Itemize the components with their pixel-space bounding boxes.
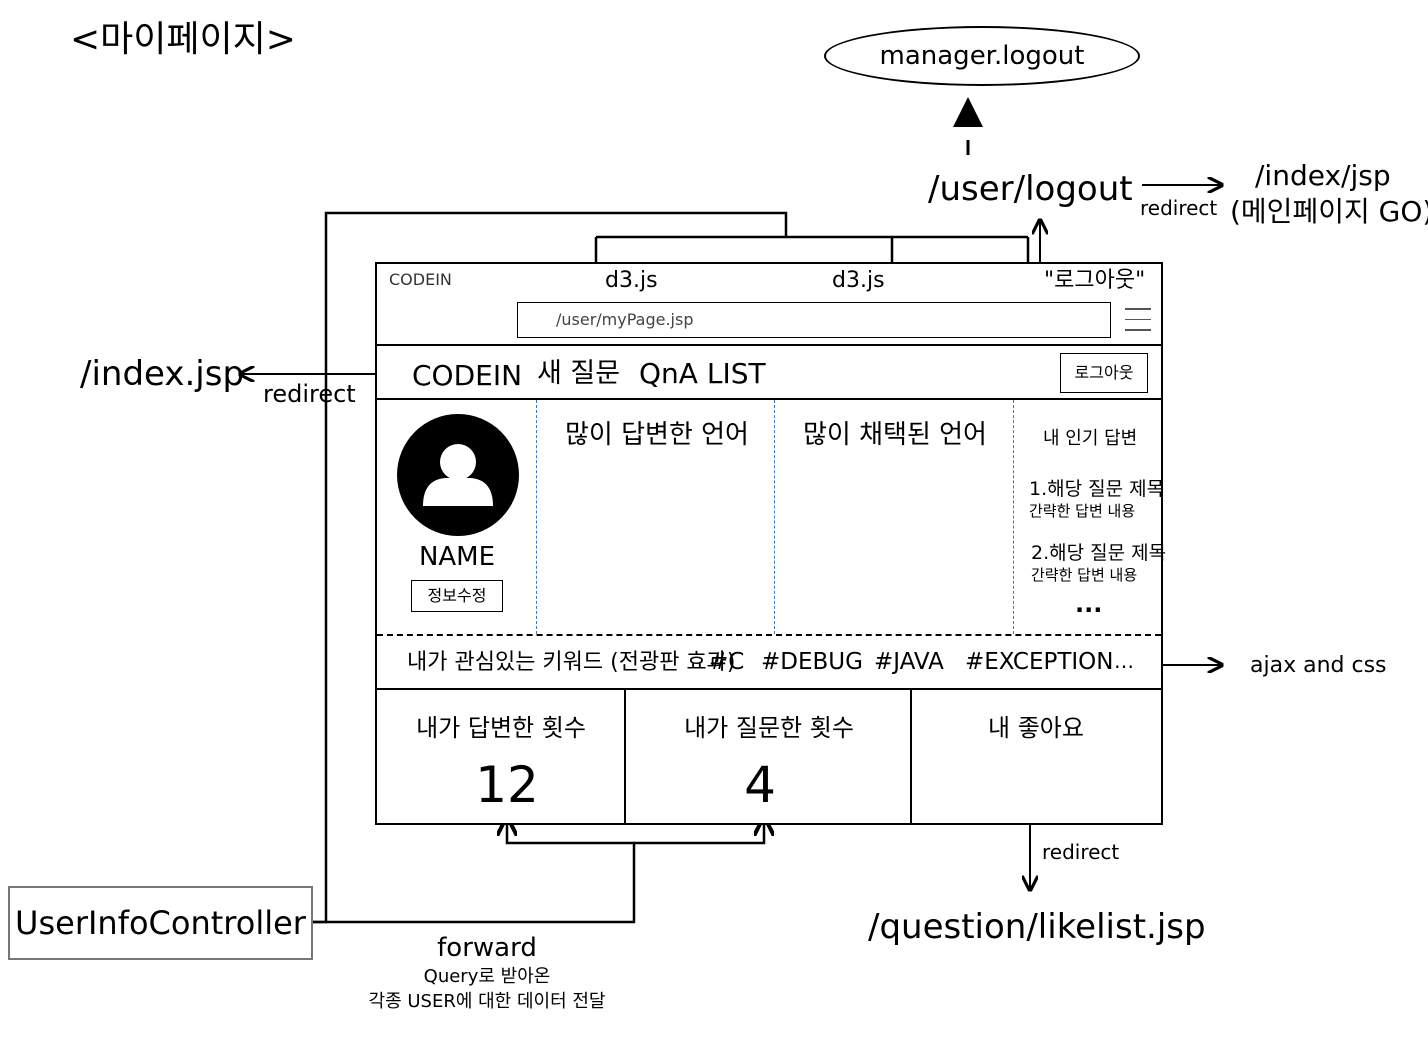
profile-name: NAME (418, 542, 496, 572)
popular-item-1-desc: 간략한 답변 내용 (1029, 502, 1136, 520)
keyword-ellipsis: … (1114, 649, 1134, 673)
forward-wire-asked (634, 818, 764, 845)
nav-new-question[interactable]: 새 질문 (537, 358, 621, 389)
tab-d3-second[interactable]: d3.js (832, 268, 885, 293)
popular-item-2-title[interactable]: 2.해당 질문 제목 (1031, 542, 1167, 564)
answered-count-label: 내가 답변한 횟수 (416, 714, 586, 742)
manager-logout-node: manager.logout (824, 26, 1140, 86)
address-row: /user/myPage.jsp (377, 298, 1161, 346)
tab-site[interactable]: CODEIN (389, 270, 452, 289)
popular-item-2-desc: 간략한 답변 내용 (1031, 566, 1138, 584)
keyword-tag[interactable]: #JAVA (874, 649, 944, 675)
index-path: /index.jsp (80, 354, 245, 394)
user-icon (423, 444, 493, 506)
popular-title: 내 인기 답변 (1043, 428, 1138, 449)
main-page-go: (메인페이지 GO) (1230, 195, 1428, 228)
likes-redirect-label: redirect (1042, 840, 1120, 864)
nav-brand[interactable]: CODEIN (412, 359, 523, 392)
avatar (397, 414, 519, 536)
popular-item-1-title[interactable]: 1.해당 질문 제목 (1029, 478, 1165, 500)
user-logout-path: /user/logout (928, 169, 1133, 209)
logout-button[interactable]: 로그아웃 (1060, 353, 1148, 393)
likes-label[interactable]: 내 좋아요 (988, 714, 1084, 742)
stat-divider (910, 690, 912, 825)
site-navbar: CODEIN 새 질문 QnA LIST 로그아웃 (377, 346, 1161, 400)
index-jsp-path: /index/jsp (1255, 159, 1391, 192)
nav-qna-list[interactable]: QnA LIST (639, 357, 766, 390)
tab-d3-first[interactable]: d3.js (605, 268, 658, 293)
index-redirect-label: redirect (263, 380, 356, 408)
keyword-tag[interactable]: #EXCEPTION (965, 649, 1114, 675)
keyword-label: 내가 관심있는 키워드 (전광판 효과) (407, 650, 736, 675)
column-divider (536, 400, 537, 634)
stat-divider (624, 690, 626, 825)
likelist-path: /question/likelist.jsp (868, 907, 1206, 947)
forward-note-2: 각종 USER에 대한 데이터 전달 (368, 991, 606, 1012)
ajax-label: ajax and css (1250, 653, 1387, 678)
user-info-controller: UserInfoController (8, 886, 313, 960)
answered-chart-title: 많이 답변한 언어 (565, 420, 749, 450)
forward-label: forward (437, 933, 537, 963)
adopted-chart-title: 많이 채택된 언어 (803, 420, 987, 450)
keyword-tag[interactable]: #DEBUG (761, 649, 863, 675)
forward-note-1: Query로 받아온 (423, 966, 551, 987)
stats-row: 내가 답변한 횟수 12 내가 질문한 횟수 4 내 좋아요 (377, 690, 1161, 825)
edit-profile-button[interactable]: 정보수정 (411, 580, 503, 612)
address-bar[interactable]: /user/myPage.jsp (517, 302, 1111, 338)
asked-count-label: 내가 질문한 횟수 (684, 714, 854, 742)
page-title: <마이페이지> (70, 19, 296, 60)
keyword-tag[interactable]: #C (709, 649, 745, 675)
column-divider (1013, 400, 1014, 634)
browser-window: CODEIN d3.js d3.js "로그아웃" /user/myPage.j… (375, 262, 1166, 825)
popular-more[interactable]: ... (1075, 590, 1103, 618)
url-text: /user/myPage.jsp (556, 310, 694, 329)
tab-logout[interactable]: "로그아웃" (1044, 268, 1146, 293)
keyword-row: 내가 관심있는 키워드 (전광판 효과) #C #DEBUG #JAVA #EX… (377, 634, 1161, 690)
forward-wire-answered (313, 818, 636, 924)
content-row: NAME 정보수정 많이 답변한 언어 많이 채택된 언어 내 인기 답변 1.… (377, 400, 1166, 634)
answered-count: 12 (475, 756, 539, 814)
asked-count: 4 (744, 756, 776, 814)
logout-redirect-label: redirect (1140, 196, 1218, 220)
column-divider (774, 400, 775, 634)
menu-icon[interactable] (1125, 308, 1151, 331)
tab-bar: CODEIN d3.js d3.js "로그아웃" (377, 264, 1161, 298)
